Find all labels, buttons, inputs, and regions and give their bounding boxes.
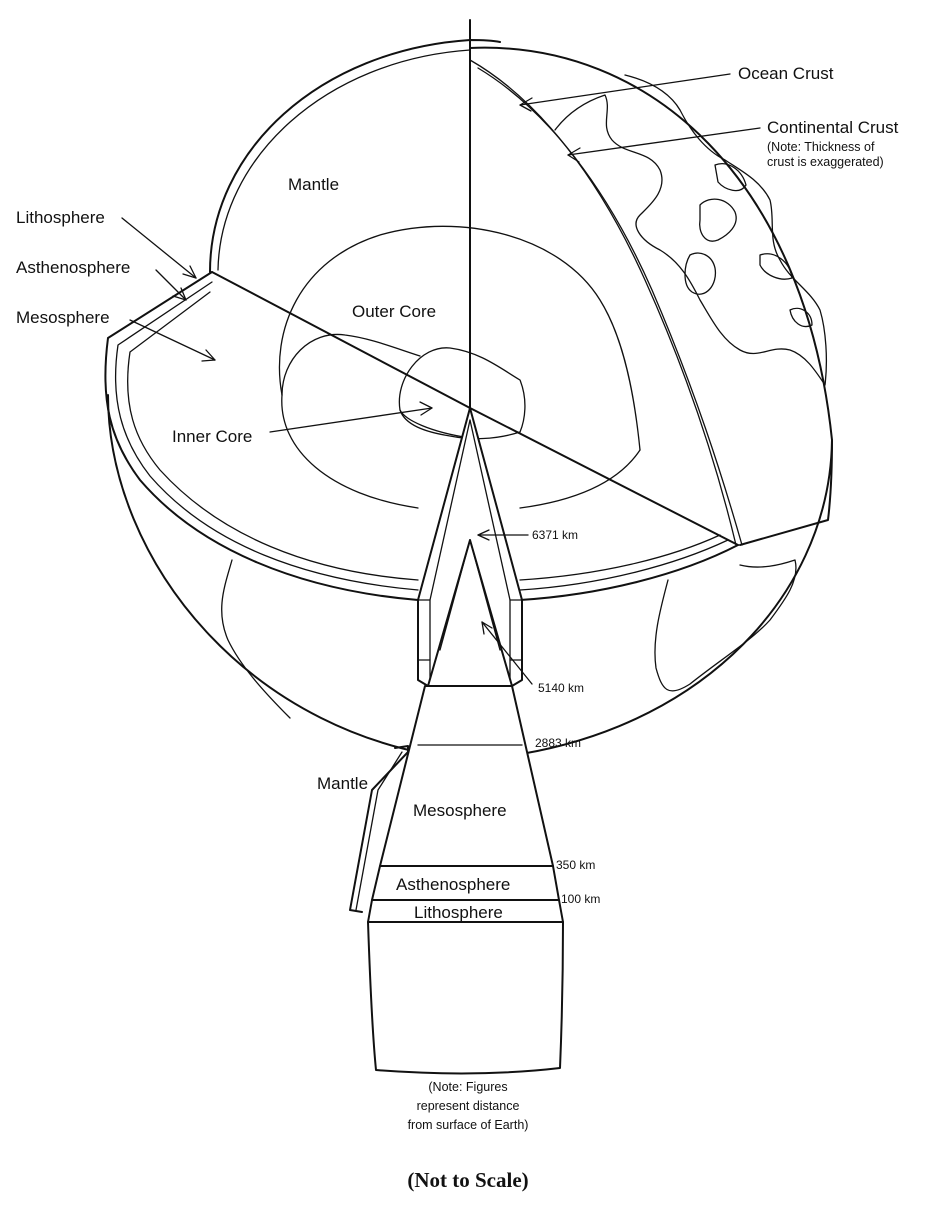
outer-core-boundary	[278, 225, 641, 451]
depth-5140: 5140 km	[538, 681, 584, 695]
label-crust-note-2: crust is exaggerated)	[767, 155, 884, 169]
crust-cut-edge-inner	[477, 67, 743, 546]
wedge-mid-left	[439, 539, 471, 651]
label-inner-core: Inner Core	[172, 427, 252, 446]
depth-6371: 6371 km	[532, 528, 578, 542]
label-continental-crust: Continental Crust	[767, 118, 899, 137]
figure-note-line3: from surface of Earth)	[408, 1118, 529, 1132]
pointer-6371-tip	[477, 529, 490, 541]
continent-shape-5	[759, 253, 793, 280]
continent-shape-4	[714, 163, 747, 192]
pointer-lithosphere-tip	[182, 265, 197, 279]
crust-cut-edge	[469, 59, 737, 546]
pointer-continental-crust-tip	[567, 147, 581, 163]
pointer-mesosphere	[129, 319, 216, 361]
pointer-ocean-crust	[519, 73, 731, 106]
column-lower-block	[367, 921, 564, 1075]
label-mantle: Mantle	[288, 175, 339, 194]
continent-shape-2	[699, 198, 737, 242]
globe-surface-outline	[469, 46, 833, 546]
continent-shape-1	[554, 74, 828, 386]
coastline-lower-left	[221, 559, 291, 719]
mantle-bracket-inner	[355, 751, 403, 911]
depth-2883: 2883 km	[535, 736, 581, 750]
pointer-lithosphere	[121, 217, 197, 279]
pointer-continental-crust	[567, 127, 761, 156]
depth-350: 350 km	[556, 858, 595, 872]
cut-face-rim-right-inner-2	[519, 534, 721, 581]
wedge-label-mesosphere: Mesosphere	[413, 801, 507, 820]
cut-line-left	[211, 271, 471, 409]
cut-face-rim-inner-2	[127, 291, 419, 581]
coastline-lower-right	[654, 559, 797, 692]
wedge-label-lithosphere: Lithosphere	[414, 903, 503, 922]
caption-not-to-scale: (Not to Scale)	[407, 1168, 528, 1192]
wedge-label-asthenosphere: Asthenosphere	[396, 875, 510, 894]
outer-core-heart	[281, 333, 421, 396]
pointer-5140	[481, 621, 533, 685]
cut-face-rim-outer	[104, 271, 419, 601]
pointer-asthenosphere	[155, 269, 187, 301]
cut-line-right	[469, 407, 739, 546]
mantle-dome	[209, 39, 501, 273]
cut-face-rim-inner	[114, 281, 419, 591]
wedge-label-mantle: Mantle	[317, 774, 368, 793]
wedge-band-left	[417, 599, 431, 661]
label-crust-note-1: (Note: Thickness of	[767, 140, 875, 154]
figure-note-line1: (Note: Figures	[428, 1080, 507, 1094]
cut-face-rim-right	[519, 544, 739, 601]
continent-shape-3	[684, 252, 717, 295]
label-outer-core: Outer Core	[352, 302, 436, 321]
inner-core-boundary-lower	[399, 409, 471, 439]
depth-100: 100 km	[561, 892, 600, 906]
label-mesosphere: Mesosphere	[16, 308, 110, 327]
mantle-dome-inner	[217, 49, 471, 271]
pointer-mesosphere-tip	[201, 349, 216, 362]
wedge-outer	[417, 407, 523, 687]
column-mesosphere	[379, 685, 554, 867]
pointer-ocean-crust-tip	[519, 97, 533, 112]
pointer-inner-core-tip	[419, 401, 433, 416]
inner-core-boundary	[398, 347, 526, 440]
label-ocean-crust: Ocean Crust	[738, 64, 834, 83]
cut-face-rim-right-inner	[519, 539, 729, 591]
figure-note-line2: represent distance	[417, 1099, 520, 1113]
continent-shape-6	[789, 307, 813, 328]
core-mantle-boundary-lower	[281, 394, 419, 509]
wedge-mid-right	[469, 539, 501, 651]
core-mantle-boundary-lower-right	[519, 449, 641, 509]
pointer-5140-tip	[481, 621, 493, 635]
pointer-inner-core	[269, 407, 433, 433]
label-asthenosphere: Asthenosphere	[16, 258, 130, 277]
label-lithosphere: Lithosphere	[16, 208, 105, 227]
pointer-asthenosphere-tip	[172, 287, 187, 301]
